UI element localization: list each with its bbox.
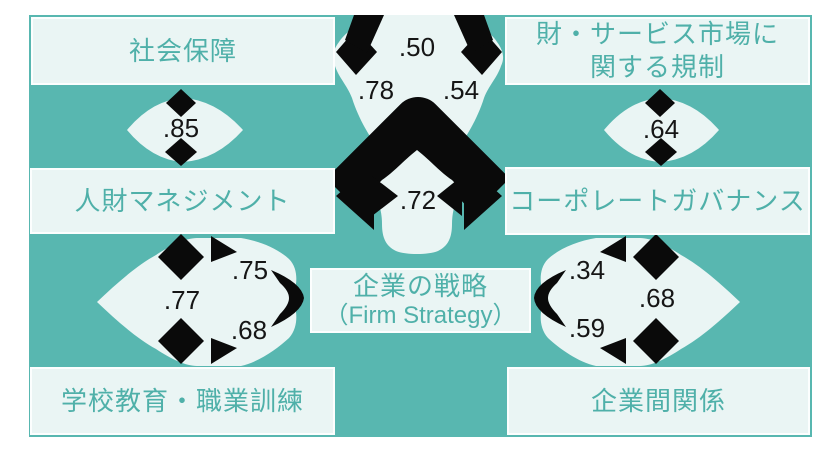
- arrowhead-hr-education-top: [158, 234, 204, 280]
- arrowhead-social-governance-inner: [372, 176, 398, 216]
- correlation-value-hr-education: .77: [163, 285, 201, 315]
- correlation-value-strategy-interfirm: .59: [568, 313, 606, 343]
- arrowhead-market-governance-top: [645, 89, 675, 117]
- arrow-tail-social-market-left: [345, 15, 384, 53]
- correlation-value-social-governance: .78: [357, 75, 395, 105]
- arrowhead-hr-governance-right: [464, 162, 502, 230]
- arrowhead-social-hr-top: [166, 89, 196, 117]
- box-market-regulation: 財・サービス市場に 関する規制: [505, 17, 810, 85]
- arrowhead-governance-interfirm-bottom: [633, 318, 679, 364]
- box-social-security: 社会保障: [31, 17, 335, 85]
- connector-blob-social-hr: [127, 98, 243, 162]
- box-firm-strategy: 企業の戦略 （Firm Strategy）: [310, 268, 531, 333]
- correlation-value-governance-strategy: .34: [568, 255, 606, 285]
- box-market-regulation-label-line1: 財・サービス市場に: [535, 19, 779, 49]
- arrowhead-hr-education-bottom: [158, 318, 204, 364]
- arrowhead-hr-strategy: [211, 236, 237, 262]
- connector-blob-hr-governance: [375, 150, 459, 254]
- arrowhead-governance-strategy: [600, 236, 626, 262]
- arrowhead-market-governance-bottom: [645, 138, 677, 166]
- arrowhead-governance-interfirm-top: [633, 234, 679, 280]
- correlation-value-education-strategy: .68: [230, 315, 268, 345]
- box-education-training: 学校教育・職業訓練: [30, 367, 335, 435]
- connector-blob-market-governance: [604, 98, 719, 162]
- correlation-value-social-market: .50: [398, 32, 436, 62]
- arrowhead-strategy-from-right: [534, 270, 566, 327]
- arrowhead-social-hr-bottom: [165, 138, 197, 166]
- connector-blob-right-cluster: [536, 238, 740, 366]
- box-interfirm-relations-label: 企業間関係: [590, 385, 726, 416]
- arrowhead-hr-governance-left: [336, 162, 374, 230]
- correlation-value-social-hr: .85: [162, 113, 200, 143]
- connector-blob-left-cluster: [97, 238, 301, 366]
- box-market-regulation-label-line2: 関する規制: [589, 52, 725, 82]
- correlation-value-market-hr: .54: [442, 75, 480, 105]
- arrow-tail-social-market-right: [454, 15, 493, 53]
- box-hr-management-label: 人財マネジメント: [74, 185, 291, 216]
- box-hr-management: 人財マネジメント: [30, 168, 335, 234]
- correlation-value-governance-interfirm: .68: [638, 283, 676, 313]
- correlation-value-market-governance: .64: [642, 114, 680, 144]
- box-education-training-label: 学校教育・職業訓練: [60, 385, 304, 416]
- box-corporate-governance-label: コーポレートガバナンス: [509, 185, 806, 216]
- correlation-value-hr-strategy: .75: [231, 255, 269, 285]
- arrowhead-education-strategy: [211, 338, 237, 364]
- arrowhead-strategy-interfirm: [600, 338, 626, 364]
- box-firm-strategy-label-line2: （Firm Strategy）: [324, 301, 517, 329]
- correlation-value-hr-governance: .72: [399, 185, 437, 215]
- box-corporate-governance: コーポレートガバナンス: [505, 167, 810, 235]
- box-interfirm-relations: 企業間関係: [507, 367, 810, 435]
- box-firm-strategy-label-line1: 企業の戦略: [352, 270, 488, 301]
- arrowhead-market-hr-inner: [437, 176, 462, 216]
- box-social-security-label: 社会保障: [128, 35, 237, 66]
- arrowhead-strategy-from-left: [271, 270, 304, 327]
